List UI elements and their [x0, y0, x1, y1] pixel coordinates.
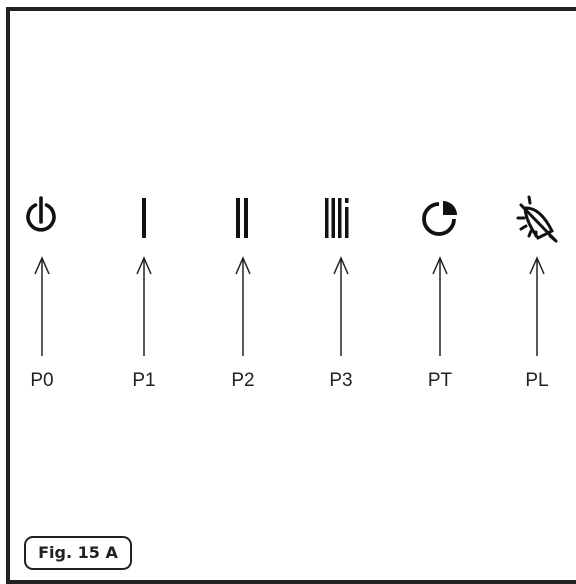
- label-p0: P0: [30, 370, 54, 391]
- arrow-pl: [529, 256, 545, 356]
- light-off-icon: [516, 195, 558, 243]
- label-pl: PL: [525, 370, 549, 391]
- arrow-p1: [136, 256, 152, 356]
- arrow-p3: [333, 256, 349, 356]
- figure-frame: [6, 7, 576, 584]
- label-p3: P3: [329, 370, 353, 391]
- arrow-p2: [235, 256, 251, 356]
- arrow-pt: [432, 256, 448, 356]
- power-icon: [26, 196, 56, 232]
- label-p1: P1: [132, 370, 156, 391]
- timer-pie-icon: [422, 201, 457, 236]
- label-p2: P2: [231, 370, 255, 391]
- triple-bar-plus-icon: [325, 198, 349, 238]
- single-bar-icon: [142, 198, 146, 238]
- figure-caption: Fig. 15 A: [24, 536, 132, 570]
- arrow-p0: [34, 256, 50, 356]
- label-pt: PT: [427, 370, 453, 391]
- double-bar-icon: [236, 198, 248, 238]
